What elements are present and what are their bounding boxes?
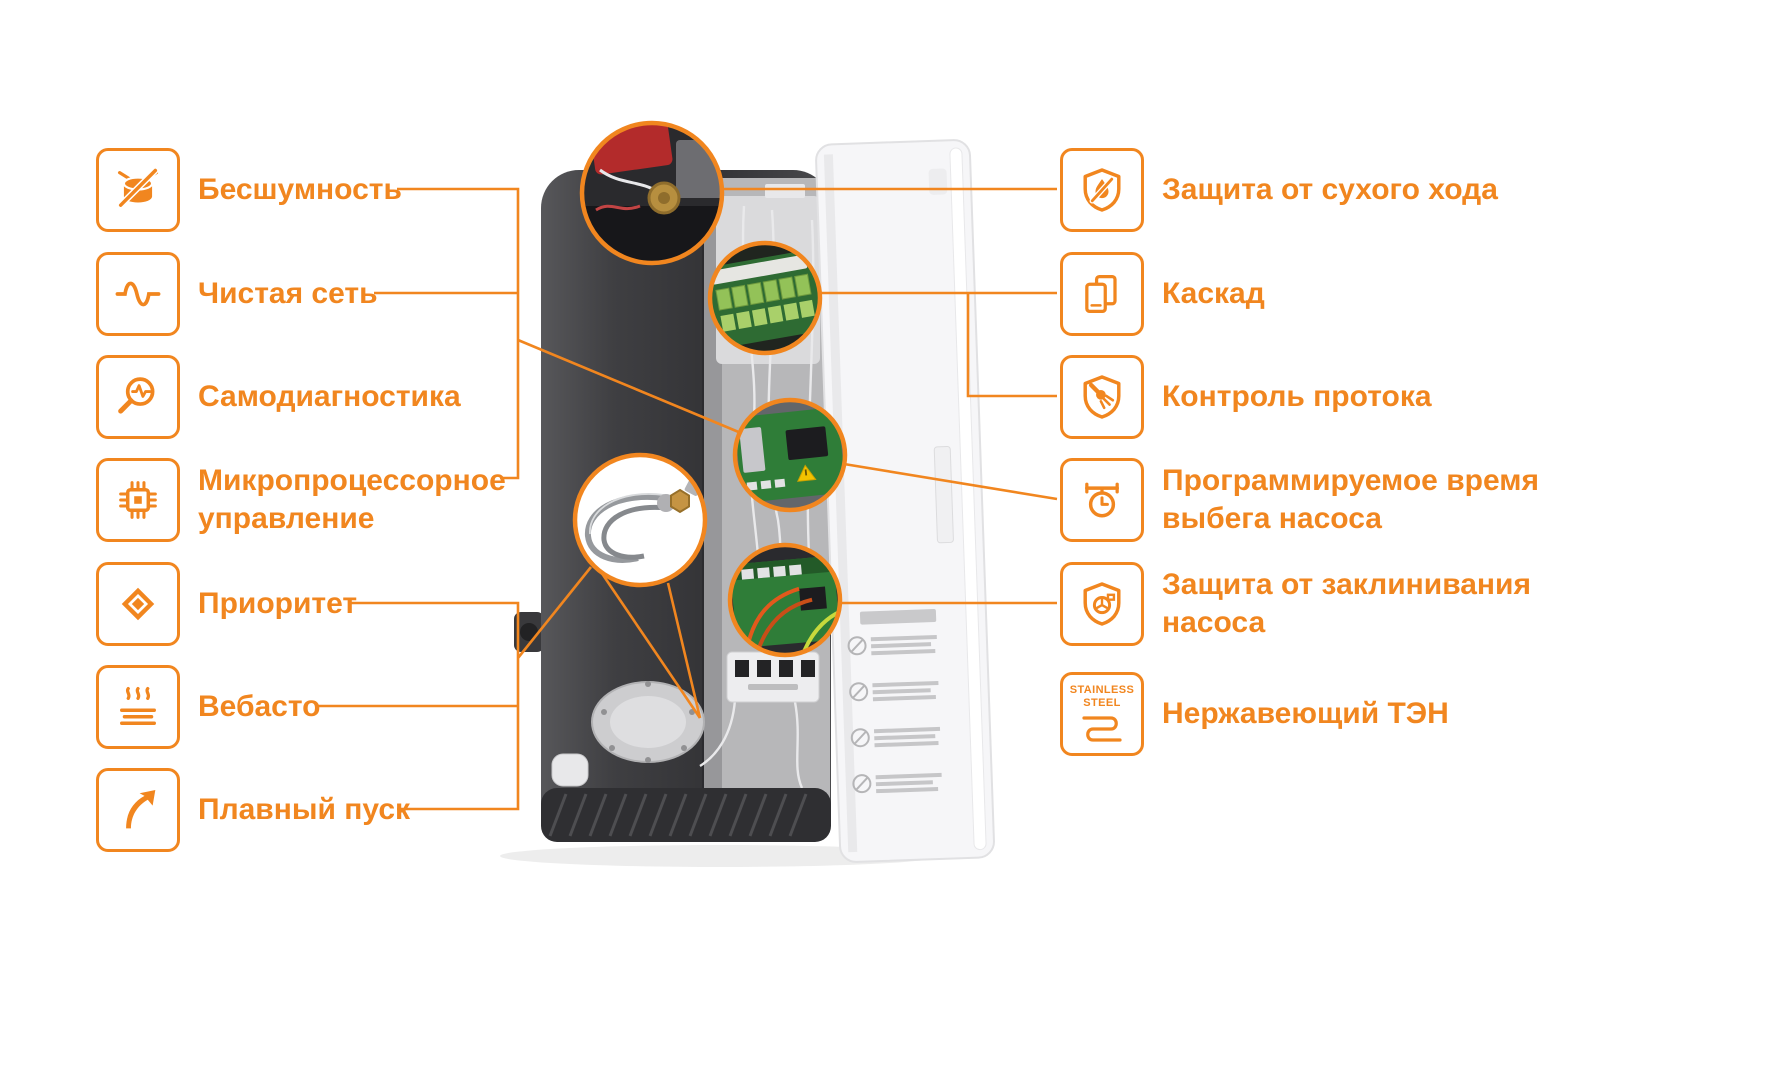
feature-priority: Приоритет [96,562,357,646]
callout-circle-power-board [727,542,843,658]
left-top-bracket [374,187,742,480]
feature-cascade: Каскад [1060,252,1265,336]
feature-microprocessor-control: Микропроцессорное управление [96,458,506,542]
feature-soft-start: Плавный пуск [96,768,410,852]
sine-wave-icon [96,252,180,336]
feature-label: Защита от заклинивания насоса [1162,568,1531,639]
microchip-icon [96,458,180,542]
feature-label: Защита от сухого хода [1162,173,1498,206]
feature-label: Программируемое время выбега насоса [1162,464,1539,535]
door-warning-stickers [847,609,942,794]
cascade-icon [1060,252,1144,336]
feature-label: Чистая сеть [198,277,378,310]
left-bottom-bracket [317,566,593,811]
feature-pump-runout-time: Программируемое время выбега насоса [1060,458,1539,542]
feature-label: Вебасто [198,690,321,723]
webasto-heat-icon [96,665,180,749]
pump-timer-icon [1060,458,1144,542]
soft-start-arrow-icon [96,768,180,852]
feature-webasto: Вебасто [96,665,320,749]
dry-run-shield-icon [1060,148,1144,232]
right-lines [724,187,1058,605]
stainless-text-line2: STEEL [1083,697,1121,709]
diagnostics-magnifier-icon [96,355,180,439]
feature-dry-run-protection: Защита от сухого хода [1060,148,1498,232]
feature-label: Нержавеющий ТЭН [1162,697,1449,730]
callout-circle-terminal-board [707,240,823,356]
feature-silence: Бесшумность [96,148,402,232]
pump-protection-shield-icon [1060,562,1144,646]
feature-label: Микропроцессорное управление [198,464,506,535]
feature-label: Бесшумность [198,173,402,206]
stainless-steel-ten-icon: STAINLESS STEEL [1060,672,1144,756]
feature-self-diagnostics: Самодиагностика [96,355,461,439]
flow-control-shield-icon [1060,355,1144,439]
feature-label: Самодиагностика [198,380,461,413]
feature-clean-power: Чистая сеть [96,252,378,336]
no-noise-drum-icon [96,148,180,232]
feature-label: Приоритет [198,587,358,620]
heating-coil-glyph [1082,716,1122,742]
feature-pump-jam-protection: Защита от заклинивания насоса [1060,562,1531,646]
callout-circle-heating-element [572,452,708,588]
boiler-shadow [500,845,940,867]
callout-circle-control-board [732,397,848,513]
feature-label: Контроль протока [1162,380,1432,413]
priority-diamond-icon [96,562,180,646]
feature-label: Плавный пуск [198,793,411,826]
feature-flow-control: Контроль протока [1060,355,1432,439]
feature-label: Каскад [1162,277,1265,310]
boiler-door [815,139,995,863]
connector-lines [317,187,1058,811]
heater-callout-lines [599,571,702,719]
stainless-text-line1: STAINLESS [1069,684,1135,696]
feature-stainless-ten: STAINLESS STEEL Нержавеющий ТЭН [1060,672,1449,756]
